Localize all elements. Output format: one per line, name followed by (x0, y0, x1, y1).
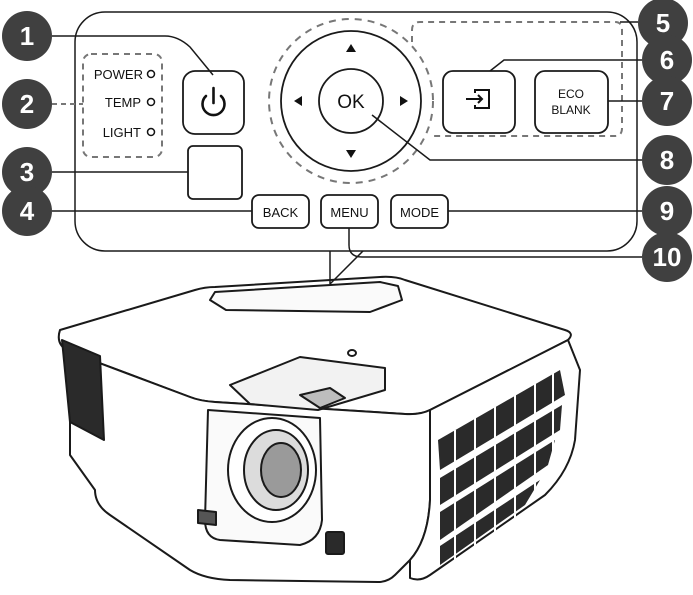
back-button-label: BACK (263, 205, 299, 220)
menu-button-label: MENU (330, 205, 368, 220)
power-indicator-led (146, 69, 156, 79)
input-source-icon (466, 89, 490, 109)
callout-9: 9 (642, 186, 692, 236)
callout-3: 3 (2, 147, 52, 197)
arrow-right-icon[interactable] (400, 96, 408, 106)
mode-button-label: MODE (400, 205, 439, 220)
leader-8 (371, 114, 642, 161)
lens-shift-dial (299, 387, 346, 409)
light-indicator-led (146, 127, 156, 137)
lens-glass (260, 442, 302, 498)
source-eco-group-outline (411, 21, 623, 137)
svg-text:1: 1 (20, 21, 34, 51)
mode-button[interactable]: MODE (390, 194, 449, 229)
svg-text:6: 6 (660, 45, 674, 75)
ok-button[interactable]: OK (318, 68, 384, 134)
back-button[interactable]: BACK (251, 194, 310, 229)
top-plate (209, 281, 403, 313)
indicator-label-temp: TEMP (105, 95, 141, 110)
callout-2: 2 (2, 79, 52, 129)
arrow-left-icon[interactable] (294, 96, 302, 106)
svg-text:10: 10 (653, 242, 682, 272)
arrow-up-icon[interactable] (346, 44, 356, 52)
callout-7: 7 (642, 76, 692, 126)
svg-text:4: 4 (20, 196, 35, 226)
top-recess (229, 356, 386, 411)
front-ir-sensor (325, 531, 345, 555)
svg-text:3: 3 (20, 157, 34, 187)
svg-text:7: 7 (660, 86, 674, 116)
eco-blank-label-line1: ECO (558, 87, 584, 101)
left-vent (61, 339, 105, 441)
source-button[interactable] (442, 70, 516, 134)
callout-5: 5 (638, 0, 688, 48)
top-indicator-dot (347, 349, 357, 357)
callout-8: 8 (642, 135, 692, 185)
callout-1: 1 (2, 11, 52, 61)
vent-slats (454, 372, 554, 560)
arrow-down-icon[interactable] (346, 150, 356, 158)
power-icon (201, 86, 226, 117)
leader-10 (348, 228, 642, 258)
svg-text:8: 8 (660, 145, 674, 175)
leader-6 (489, 59, 642, 72)
leader-1 (52, 35, 214, 76)
leader-lines (52, 21, 642, 258)
eco-blank-label-line2: BLANK (551, 103, 590, 117)
ok-button-label: OK (337, 92, 365, 113)
ir-sensor-window (187, 145, 243, 200)
adjuster-foot (197, 509, 217, 526)
power-button[interactable] (182, 70, 245, 135)
indicator-label-power: POWER (94, 67, 143, 82)
svg-text:2: 2 (20, 89, 34, 119)
indicator-label-light: LIGHT (103, 125, 141, 140)
callout-10: 10 (642, 232, 692, 282)
svg-text:9: 9 (660, 196, 674, 226)
temp-indicator-led (146, 97, 156, 107)
eco-blank-button[interactable]: ECO BLANK (534, 70, 609, 134)
dpad-group-outline (268, 18, 434, 184)
svg-text:5: 5 (656, 8, 670, 38)
menu-button[interactable]: MENU (320, 194, 379, 229)
callout-4: 4 (2, 186, 52, 236)
callout-6: 6 (642, 35, 692, 85)
